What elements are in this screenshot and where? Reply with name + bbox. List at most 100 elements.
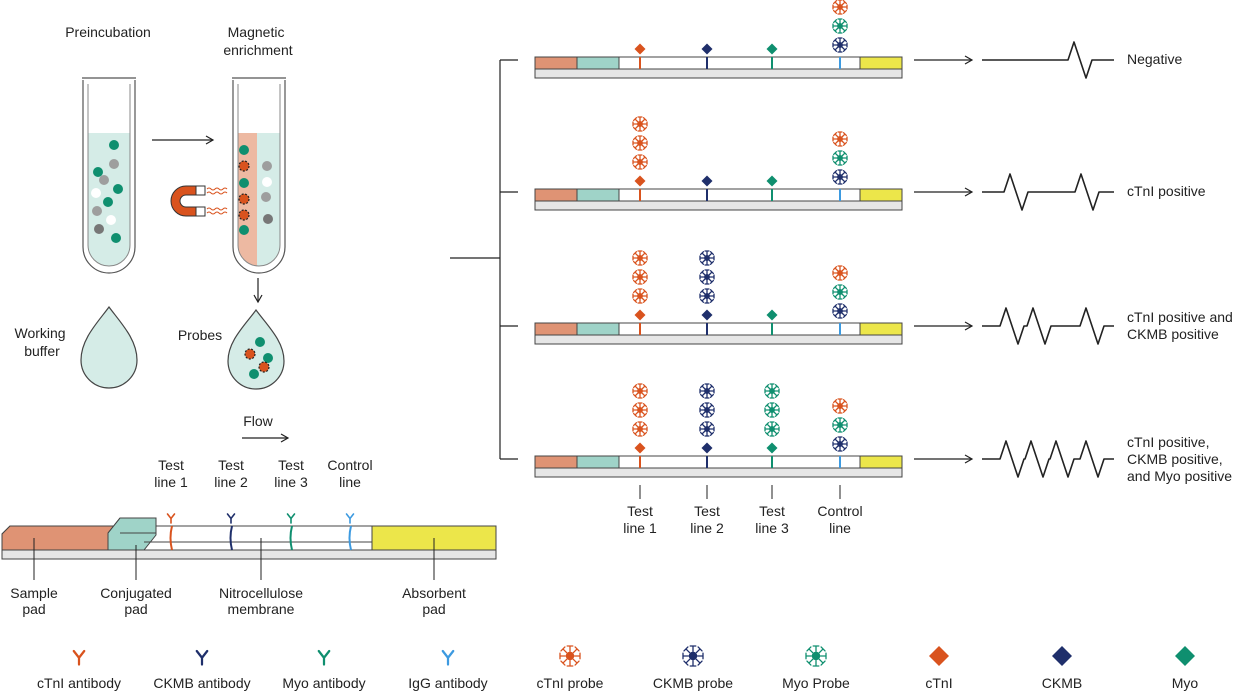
- legend-label: CKMB antibody: [153, 675, 250, 691]
- working-buffer-drop: [80, 305, 138, 389]
- probes-drop: [227, 308, 285, 390]
- probe-icon: [699, 288, 715, 304]
- probe-icon: [832, 0, 848, 15]
- probe-icon: [699, 269, 715, 285]
- probe-icon: [632, 116, 648, 132]
- probe-icon: [832, 436, 848, 452]
- flow-label: Flow: [243, 413, 273, 429]
- test-line-1-band: [169, 525, 173, 551]
- diamond-icon: [634, 442, 646, 454]
- probe-icon: [632, 250, 648, 266]
- probe-icon: [832, 398, 848, 414]
- legend-label: Myo Probe: [782, 675, 850, 691]
- result-row: cTnI positive: [534, 116, 1206, 211]
- probe-icon: [832, 265, 848, 281]
- magnet-icon: [170, 185, 228, 217]
- magnetic-enrichment-label: Magnetic enrichment: [223, 24, 292, 58]
- diamond-icon: [1052, 646, 1072, 666]
- result-label: cTnI positive: [1127, 183, 1206, 199]
- result-label: cTnI positive,CKMB positive,and Myo posi…: [1127, 434, 1232, 484]
- test-line-2-band: [229, 525, 233, 551]
- antibody-icon: [72, 649, 86, 666]
- probe-icon: [632, 288, 648, 304]
- legend-item: cTnI antibody: [37, 649, 121, 691]
- probe-icon: [832, 417, 848, 433]
- probe-icon: [682, 645, 704, 667]
- legend-label: cTnI: [925, 675, 952, 691]
- probe-icon: [699, 383, 715, 399]
- probe-icon: [832, 169, 848, 185]
- antibody-icon: [286, 513, 296, 524]
- legend-item: IgG antibody: [408, 649, 488, 691]
- signal-trace: [982, 41, 1114, 79]
- diamond-icon: [634, 175, 646, 187]
- probe-icon: [699, 402, 715, 418]
- diamond-icon: [701, 175, 713, 187]
- preincubation-label: Preincubation: [65, 24, 151, 40]
- probe-icon: [832, 37, 848, 53]
- diamond-icon: [701, 309, 713, 321]
- antibody-icon: [345, 513, 355, 524]
- legend-item: CKMB probe: [653, 645, 733, 691]
- probe-icon: [632, 402, 648, 418]
- result-row: cTnI positive,CKMB positive,and Myo posi…: [534, 383, 1232, 484]
- legend-label: cTnI antibody: [37, 675, 121, 691]
- test-line-3-band: [289, 525, 293, 551]
- legend-label: cTnI probe: [537, 675, 604, 691]
- diamond-icon: [1175, 646, 1195, 666]
- diamond-icon: [766, 309, 778, 321]
- legend-item: Myo antibody: [282, 649, 366, 691]
- legend-label: CKMB: [1042, 675, 1082, 691]
- antibody-icon: [441, 649, 455, 666]
- probe-icon: [632, 269, 648, 285]
- probe-icon: [832, 131, 848, 147]
- diamond-icon: [766, 442, 778, 454]
- magnetic-enrichment-tube: [232, 77, 286, 274]
- test-strip: [1, 517, 497, 560]
- legend-label: IgG antibody: [408, 675, 487, 691]
- preincubation-tube: [82, 77, 136, 274]
- probe-icon: [632, 154, 648, 170]
- probe-icon: [832, 303, 848, 319]
- results-bracket: [450, 59, 518, 460]
- diamond-icon: [634, 309, 646, 321]
- probe-icon: [632, 383, 648, 399]
- diamond-icon: [634, 43, 646, 55]
- signal-trace: [982, 307, 1114, 345]
- working-buffer-label: Working buffer: [15, 325, 70, 359]
- signal-trace: [982, 173, 1114, 211]
- legend-label: Myo: [1172, 675, 1199, 691]
- probe-icon: [832, 150, 848, 166]
- result-row: Negative: [534, 0, 1182, 79]
- legend-item: CKMB antibody: [153, 649, 251, 691]
- legend-item: cTnI probe: [537, 645, 604, 691]
- legend-item: Myo: [1172, 646, 1199, 691]
- antibody-icon: [226, 513, 236, 524]
- probe-icon: [699, 250, 715, 266]
- diamond-icon: [701, 43, 713, 55]
- legend-item: CKMB: [1042, 646, 1082, 691]
- probe-icon: [559, 645, 581, 667]
- diamond-icon: [766, 175, 778, 187]
- diamond-icon: [701, 442, 713, 454]
- legend: cTnI antibody CKMB antibody Myo antibody Ig…: [37, 645, 1199, 691]
- legend-item: cTnI: [925, 646, 953, 691]
- diamond-icon: [766, 43, 778, 55]
- result-label: Negative: [1127, 51, 1182, 67]
- probe-icon: [632, 135, 648, 151]
- probe-icon: [764, 421, 780, 437]
- control-line-band: [348, 525, 352, 551]
- legend-label: Myo antibody: [282, 675, 365, 691]
- probe-icon: [632, 421, 648, 437]
